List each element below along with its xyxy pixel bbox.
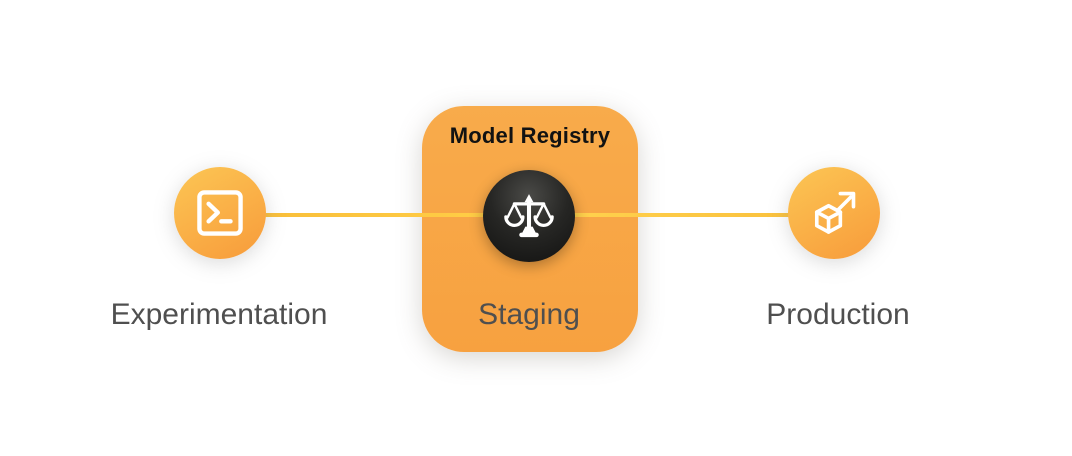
model-registry-title: Model Registry — [449, 123, 611, 148]
balance-scale-icon — [504, 194, 554, 238]
terminal-icon — [197, 190, 243, 236]
production-label: Production — [766, 298, 910, 331]
production-node — [788, 167, 880, 259]
staging-label: Staging — [478, 298, 580, 331]
cube-arrow-icon — [814, 191, 856, 234]
staging-badge — [483, 170, 575, 262]
experimentation-node — [174, 167, 266, 259]
experimentation-label: Experimentation — [110, 298, 328, 331]
